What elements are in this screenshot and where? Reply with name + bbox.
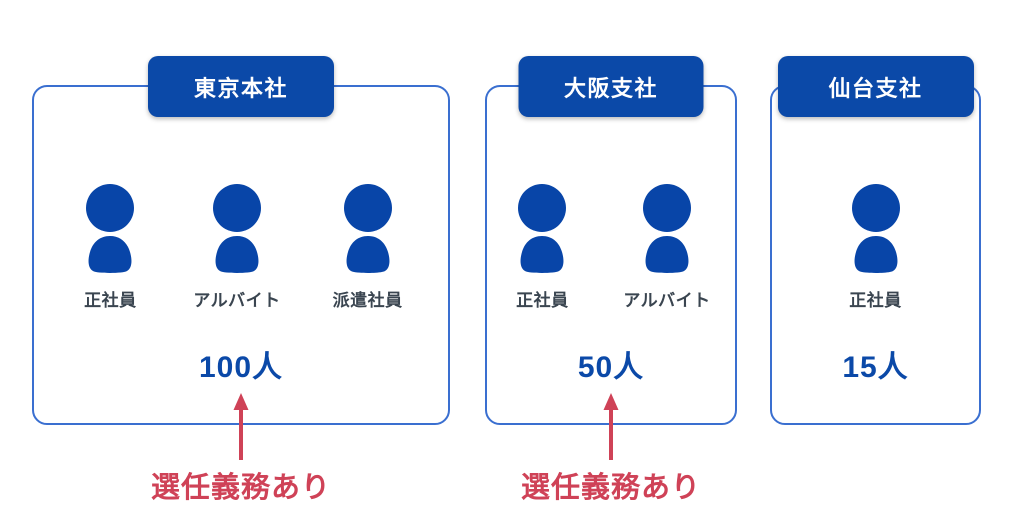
headcount-osaka: 50人 bbox=[577, 351, 645, 384]
office-badge-label: 大阪支社 bbox=[563, 75, 658, 101]
selection-duty-arrow-tokyo bbox=[233, 393, 249, 460]
person-icon bbox=[86, 184, 135, 273]
worker-label: 正社員 bbox=[84, 291, 137, 310]
office-badge-label: 仙台支社 bbox=[828, 75, 923, 101]
office-badge-label: 東京本社 bbox=[193, 75, 288, 101]
selection-duty-note-tokyo: 選任義務あり bbox=[150, 472, 331, 504]
worker-row-tokyo: 正社員 アルバイト 派遣社員 bbox=[34, 182, 448, 311]
headcount-tokyo: 100人 bbox=[198, 351, 284, 384]
worker-tokyo-1: アルバイト bbox=[193, 182, 280, 311]
office-card-tokyo: 東京本社 正社員 アルバイト bbox=[32, 56, 450, 425]
office-badge-sendai: 仙台支社 bbox=[777, 56, 974, 117]
office-card-osaka: 大阪支社 正社員 アルバイト 50人 bbox=[485, 56, 737, 425]
worker-tokyo-0: 正社員 bbox=[79, 182, 141, 311]
person-icon bbox=[213, 184, 261, 273]
worker-label: 派遣社員 bbox=[332, 291, 403, 310]
person-icon bbox=[851, 184, 900, 273]
worker-label: アルバイト bbox=[193, 291, 281, 310]
office-badge-osaka: 大阪支社 bbox=[518, 56, 704, 117]
worker-osaka-1: アルバイト bbox=[623, 182, 710, 311]
person-icon bbox=[343, 184, 392, 273]
office-badge-tokyo: 東京本社 bbox=[148, 56, 334, 117]
office-card-sendai: 仙台支社 正社員 15人 bbox=[770, 56, 981, 425]
person-icon bbox=[518, 184, 567, 273]
worker-sendai-0: 正社員 bbox=[845, 182, 907, 311]
person-icon bbox=[643, 184, 691, 273]
worker-row-osaka: 正社員 アルバイト bbox=[487, 182, 735, 311]
selection-duty-note-osaka: 選任義務あり bbox=[520, 472, 701, 504]
headcount-sendai: 15人 bbox=[842, 351, 909, 384]
worker-label: 正社員 bbox=[516, 291, 569, 310]
worker-label: 正社員 bbox=[849, 291, 902, 310]
selection-duty-arrow-osaka bbox=[603, 393, 619, 460]
worker-osaka-0: 正社員 bbox=[511, 182, 573, 311]
worker-row-sendai: 正社員 bbox=[772, 182, 979, 311]
worker-tokyo-2: 派遣社員 bbox=[333, 182, 403, 311]
worker-label: アルバイト bbox=[623, 291, 711, 310]
